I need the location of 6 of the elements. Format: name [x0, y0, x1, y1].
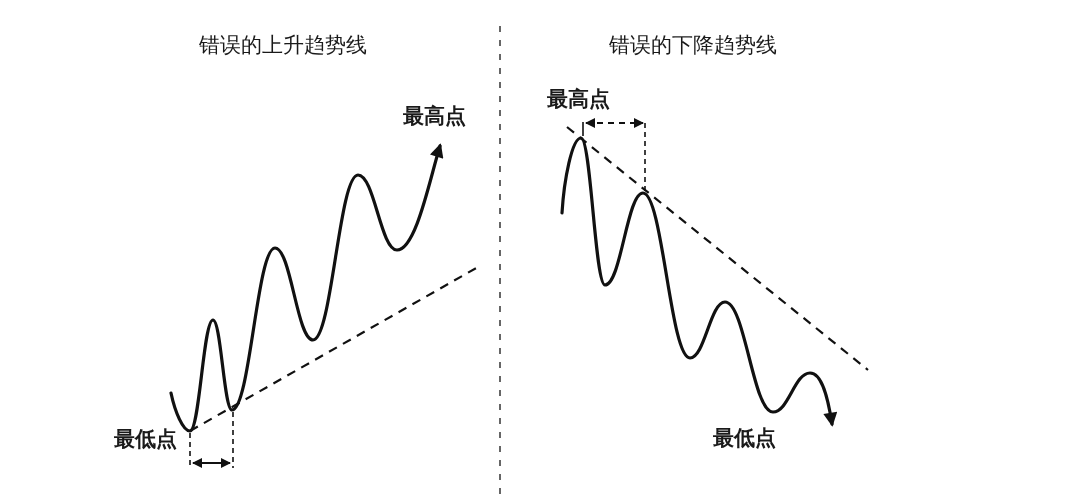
point-label: 最低点: [712, 427, 776, 451]
point-label: 最高点: [402, 105, 466, 129]
panel-title: 错误的下降趋势线: [609, 34, 777, 58]
panel-title: 错误的上升趋势线: [199, 34, 367, 58]
point-label: 最高点: [546, 88, 610, 112]
point-label: 最低点: [113, 428, 177, 452]
